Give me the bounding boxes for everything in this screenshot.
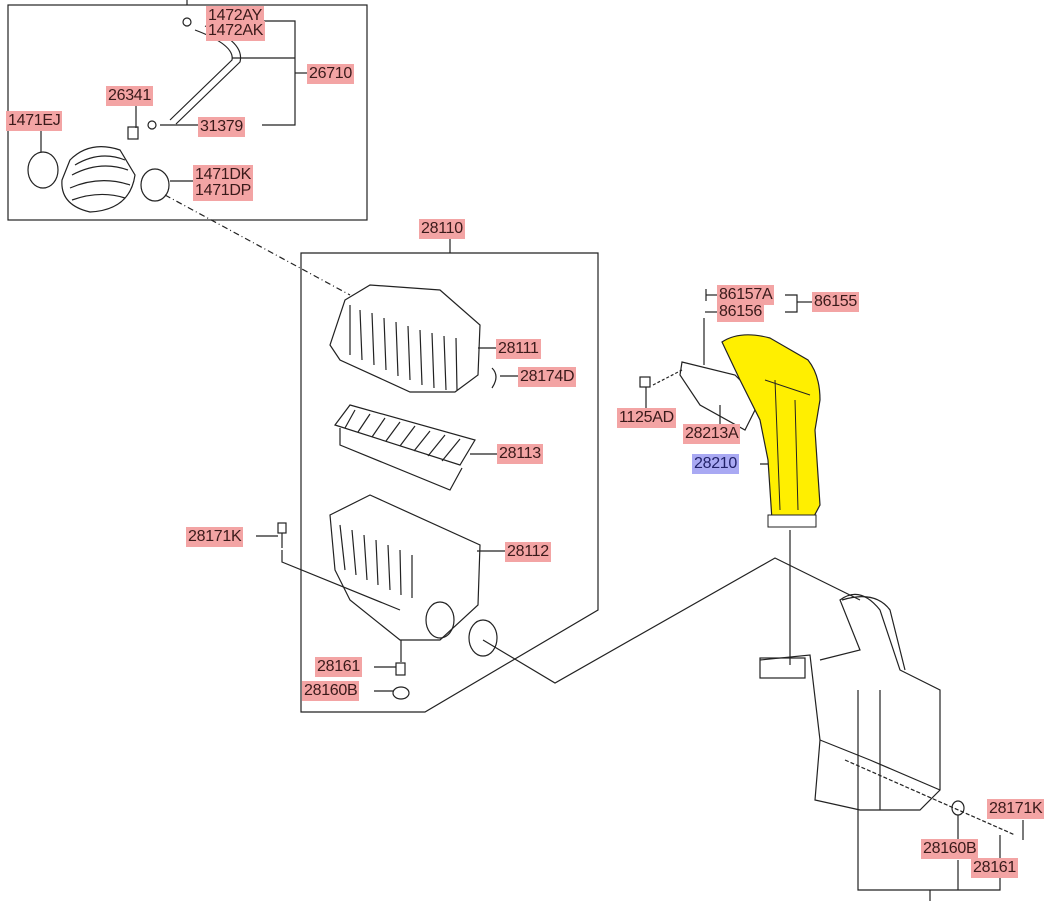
part-label-28171K[interactable]: 28171K [186, 527, 244, 547]
part-label-1471EJ[interactable]: 1471EJ [6, 111, 63, 131]
air-cleaner-group-box [300, 229, 599, 713]
part-label-28111[interactable]: 28111 [496, 339, 541, 359]
clamp-1471EJ [27, 151, 59, 189]
part-label-86157A[interactable]: 86157A [717, 285, 775, 305]
resonator-assembly [759, 593, 941, 811]
part-label-1472AK[interactable]: 1472AK [206, 21, 266, 41]
part-label-28112[interactable]: 28112 [505, 542, 551, 562]
part-label-28113[interactable]: 28113 [497, 444, 543, 464]
part-label-28174D[interactable]: 28174D [518, 367, 577, 387]
seal-ring [468, 619, 498, 657]
part-label-31379[interactable]: 31379 [198, 117, 245, 137]
part-label-28213A[interactable]: 28213A [683, 424, 741, 444]
part-label-28210-selected[interactable]: 28210 [692, 454, 739, 474]
part-label-28110[interactable]: 28110 [419, 219, 465, 239]
part-label-28160B-right[interactable]: 28160B [921, 839, 979, 859]
part-label-1471DP[interactable]: 1471DP [193, 181, 254, 201]
bracket-28213A [679, 361, 761, 431]
part-label-28171K-right[interactable]: 28171K [987, 799, 1045, 819]
part-label-28161-right[interactable]: 28161 [971, 858, 1018, 878]
part-label-26710[interactable]: 26710 [307, 64, 354, 84]
part-label-1125AD[interactable]: 1125AD [617, 408, 676, 428]
intake-hose-bellows [61, 146, 136, 213]
leader-bolt [281, 550, 401, 611]
part-label-28160B[interactable]: 28160B [302, 681, 360, 701]
air-filter [334, 404, 476, 466]
part-label-1471DK[interactable]: 1471DK [193, 165, 254, 185]
clip-28174D [491, 367, 497, 389]
part-label-28161[interactable]: 28161 [315, 657, 362, 677]
air-cleaner-body [329, 494, 481, 641]
clamp-1471DK [140, 168, 170, 202]
part-label-86156[interactable]: 86156 [717, 302, 764, 322]
part-label-26341[interactable]: 26341 [106, 86, 153, 106]
part-label-86155[interactable]: 86155 [812, 292, 859, 312]
air-cleaner-cover [329, 284, 481, 393]
